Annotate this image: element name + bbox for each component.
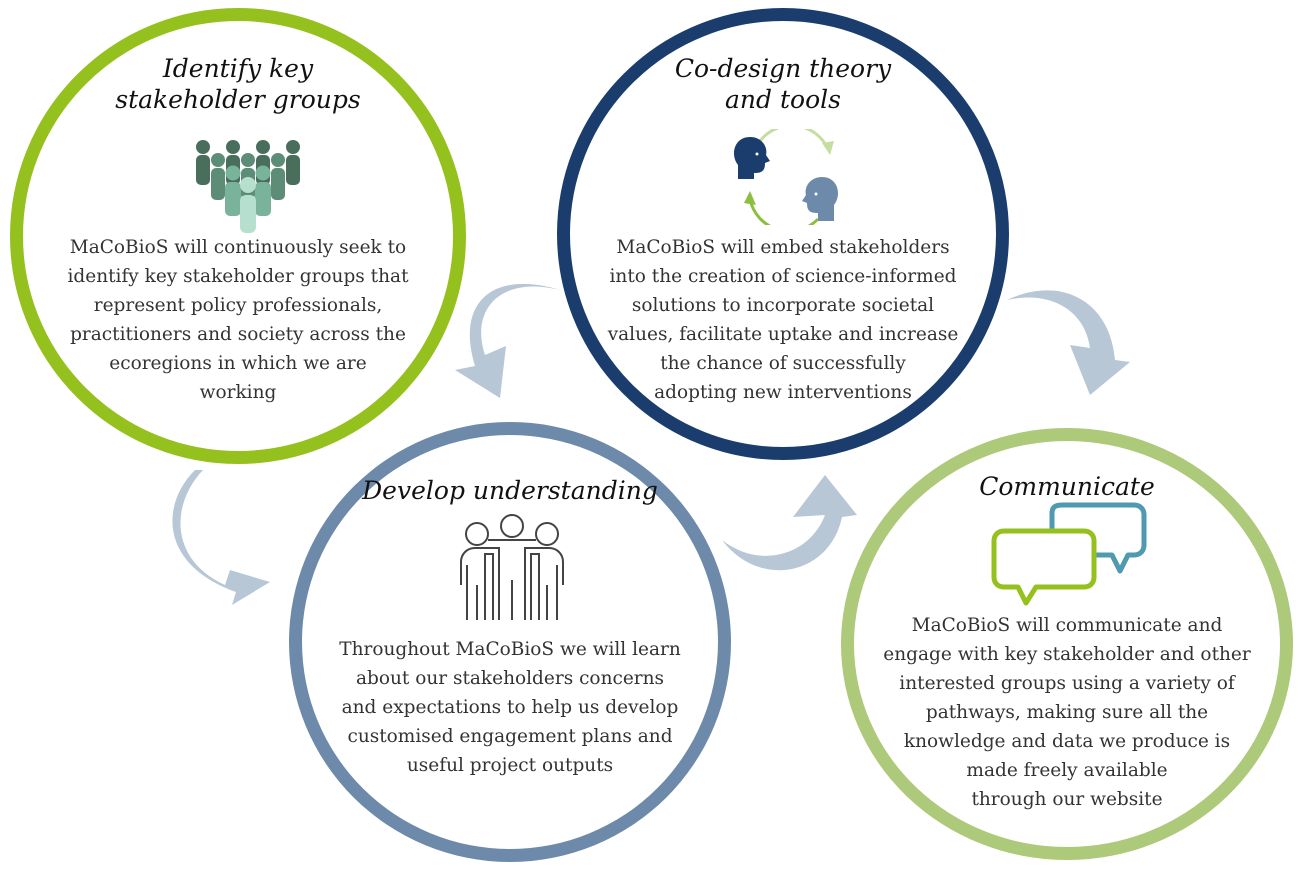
step-communicate: Communicate MaCoBioS will communicate an… [841, 428, 1293, 860]
step-title: Communicate [854, 471, 1280, 502]
step-title: Co-design theory and tools [570, 53, 996, 115]
speech-bubbles-icon [991, 502, 1147, 606]
heads-exchange-icon [734, 129, 838, 225]
arrow-codesign-to-develop [455, 283, 560, 398]
step-description: MaCoBioS will embed stakeholders into th… [607, 237, 959, 403]
step-description: MaCoBioS will communicate and engage wit… [883, 615, 1251, 810]
arrow-identify-to-develop [172, 470, 270, 605]
title-line-2: and tools [725, 85, 841, 114]
team-embrace-icon [460, 514, 564, 620]
people-group-icon [196, 140, 300, 233]
step-identify-stakeholders: Identify key stakeholder groups MaCoBioS… [10, 8, 466, 464]
title-line-1: Develop understanding [362, 476, 658, 505]
step-title: Develop understanding [302, 475, 718, 506]
arrow-codesign-to-communicate [1007, 290, 1130, 395]
title-line-2: stakeholder groups [115, 85, 361, 114]
step-description: Throughout MaCoBioS we will learn about … [339, 639, 681, 776]
title-line-1: Co-design theory [674, 54, 892, 83]
arrow-develop-to-codesign [722, 475, 857, 571]
step-title: Identify key stakeholder groups [23, 53, 453, 115]
title-line-1: Identify key [162, 54, 314, 83]
title-line-1: Communicate [979, 472, 1155, 501]
step-codesign: Co-design theory and tools MaCoBioS will… [557, 8, 1009, 460]
step-description: MaCoBioS will continuously seek to ident… [67, 237, 409, 403]
step-develop-understanding: Develop understanding Throughout MaCoBio… [289, 422, 731, 862]
